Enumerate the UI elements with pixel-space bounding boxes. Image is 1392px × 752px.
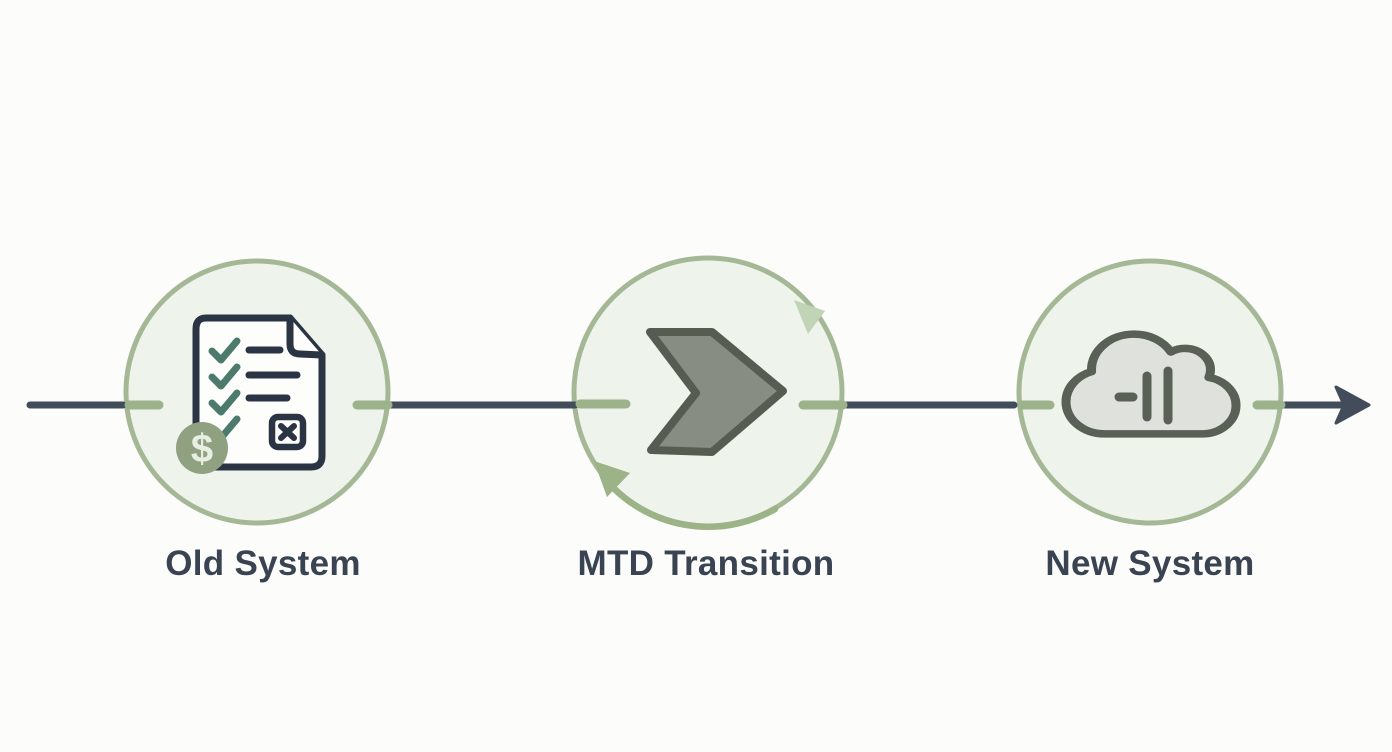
- stage-label-old-system: Old System: [165, 544, 361, 583]
- check-icon: [208, 363, 241, 390]
- document-fold-corner: [286, 314, 326, 359]
- dollar-coin-icon: $: [176, 422, 228, 474]
- check-icon: [208, 389, 241, 416]
- invoice-checklist-icon: $: [176, 314, 326, 474]
- sync-cycle-arrows: [594, 300, 825, 530]
- coin-circle: [176, 422, 228, 474]
- stage-label-mtd-transition: MTD Transition: [577, 544, 835, 583]
- stage-label-new-system: New System: [1045, 544, 1255, 583]
- flow-arrowhead-icon: [1334, 385, 1371, 425]
- flow-connector: [26, 385, 1371, 425]
- cycle-arrowhead-top-icon: [794, 300, 825, 334]
- transition-chevron-sync-icon: [594, 300, 825, 530]
- cycle-arc: [601, 475, 779, 530]
- cloud-icon: [1061, 330, 1241, 438]
- forward-chevron-icon: [646, 328, 787, 456]
- x-mark-icon: [278, 423, 297, 441]
- dollar-sign: $: [191, 427, 213, 471]
- cycle-arrowhead-bottom-icon: [594, 461, 630, 497]
- connector-stubs: [124, 399, 1286, 410]
- check-icon: [208, 337, 241, 364]
